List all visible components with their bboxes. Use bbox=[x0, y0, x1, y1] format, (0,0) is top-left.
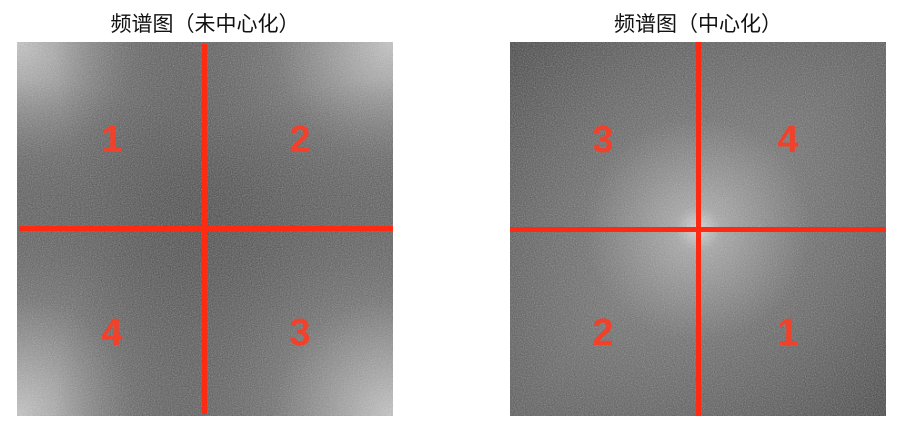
quadrant-label-top-left: 1 bbox=[101, 119, 123, 161]
quadrant-label-top-right: 2 bbox=[289, 119, 311, 161]
quadrant-label-bottom-left: 2 bbox=[592, 312, 614, 354]
panel-title: 频谱图（中心化） bbox=[614, 12, 782, 36]
quadrant-label-bottom-right: 1 bbox=[777, 312, 799, 354]
horizontal-axis-line bbox=[19, 226, 393, 231]
quadrant-label-bottom-right: 3 bbox=[289, 312, 311, 354]
quadrant-label-top-left: 3 bbox=[592, 119, 614, 161]
horizontal-axis-line bbox=[510, 227, 886, 232]
quadrant-label-top-right: 4 bbox=[777, 119, 799, 161]
panel-title: 频谱图（未中心化） bbox=[110, 12, 300, 36]
quadrant-label-bottom-left: 4 bbox=[101, 312, 123, 354]
